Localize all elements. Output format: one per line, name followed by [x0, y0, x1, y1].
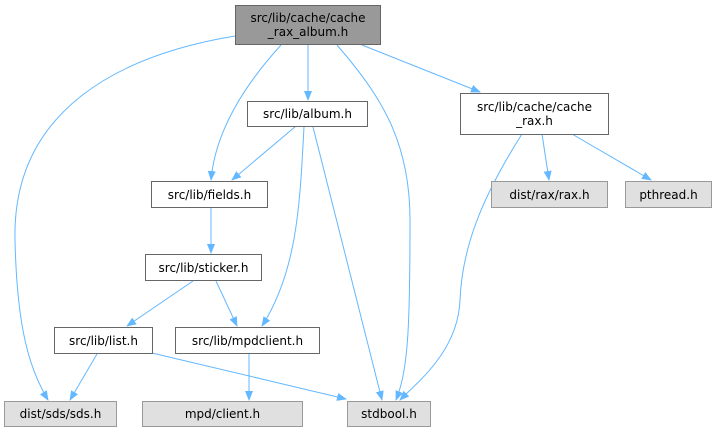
node-label-line2: _rax_album.h: [267, 25, 349, 39]
edge-root-stdbool: [336, 44, 411, 401]
node-label-line1: src/lib/cache/cache: [476, 100, 592, 114]
node-mpd-client-h: mpd/client.h: [142, 401, 303, 427]
edge-cache-rax-rax: [541, 133, 552, 181]
node-sticker-h[interactable]: src/lib/sticker.h: [145, 254, 262, 281]
node-list-h[interactable]: src/lib/list.h: [54, 327, 153, 354]
edge-album-mpdclient: [261, 126, 305, 327]
node-label: dist/sds/sds.h: [19, 407, 102, 421]
node-label: pthread.h: [639, 187, 698, 202]
node-stdbool-h: stdbool.h: [347, 401, 431, 427]
node-label: src/lib/list.h: [69, 333, 138, 348]
edge-root-fields: [207, 44, 282, 181]
node-rax-h: dist/rax/rax.h: [491, 181, 608, 208]
node-label: src/lib/fields.h: [167, 187, 252, 202]
node-cache-rax-album-h[interactable]: src/lib/cache/cache_rax_album.h: [235, 5, 381, 45]
edge-sticker-list: [126, 280, 194, 327]
node-mpdclient-h[interactable]: src/lib/mpdclient.h: [175, 327, 320, 354]
node-label-line1: src/lib/cache/cache: [250, 11, 366, 25]
edge-root-sds: [14, 35, 236, 401]
node-label: src/lib/mpdclient.h: [191, 333, 304, 348]
edge-root-cache-rax: [361, 44, 481, 93]
node-label: stdbool.h: [361, 407, 417, 421]
node-fields-h[interactable]: src/lib/fields.h: [151, 181, 268, 208]
node-label: dist/rax/rax.h: [509, 187, 590, 202]
node-sds-h: dist/sds/sds.h: [4, 401, 117, 427]
edge-album-fields: [231, 125, 297, 181]
edge-list-sds: [69, 353, 98, 401]
node-label: src/lib/sticker.h: [158, 260, 249, 275]
node-album-h[interactable]: src/lib/album.h: [247, 101, 368, 127]
edge-sticker-mpdclient: [215, 280, 238, 327]
edge-cache-rax-stdbool: [399, 133, 523, 401]
node-cache-rax-h[interactable]: src/lib/cache/cache_rax.h: [460, 93, 609, 135]
node-label-line2: _rax.h: [516, 114, 553, 128]
node-label: mpd/client.h: [184, 407, 261, 421]
edge-cache-rax-pthread: [571, 133, 652, 181]
node-pthread-h: pthread.h: [625, 181, 712, 208]
node-label: src/lib/album.h: [263, 107, 352, 121]
edge-album-stdbool: [312, 126, 384, 401]
